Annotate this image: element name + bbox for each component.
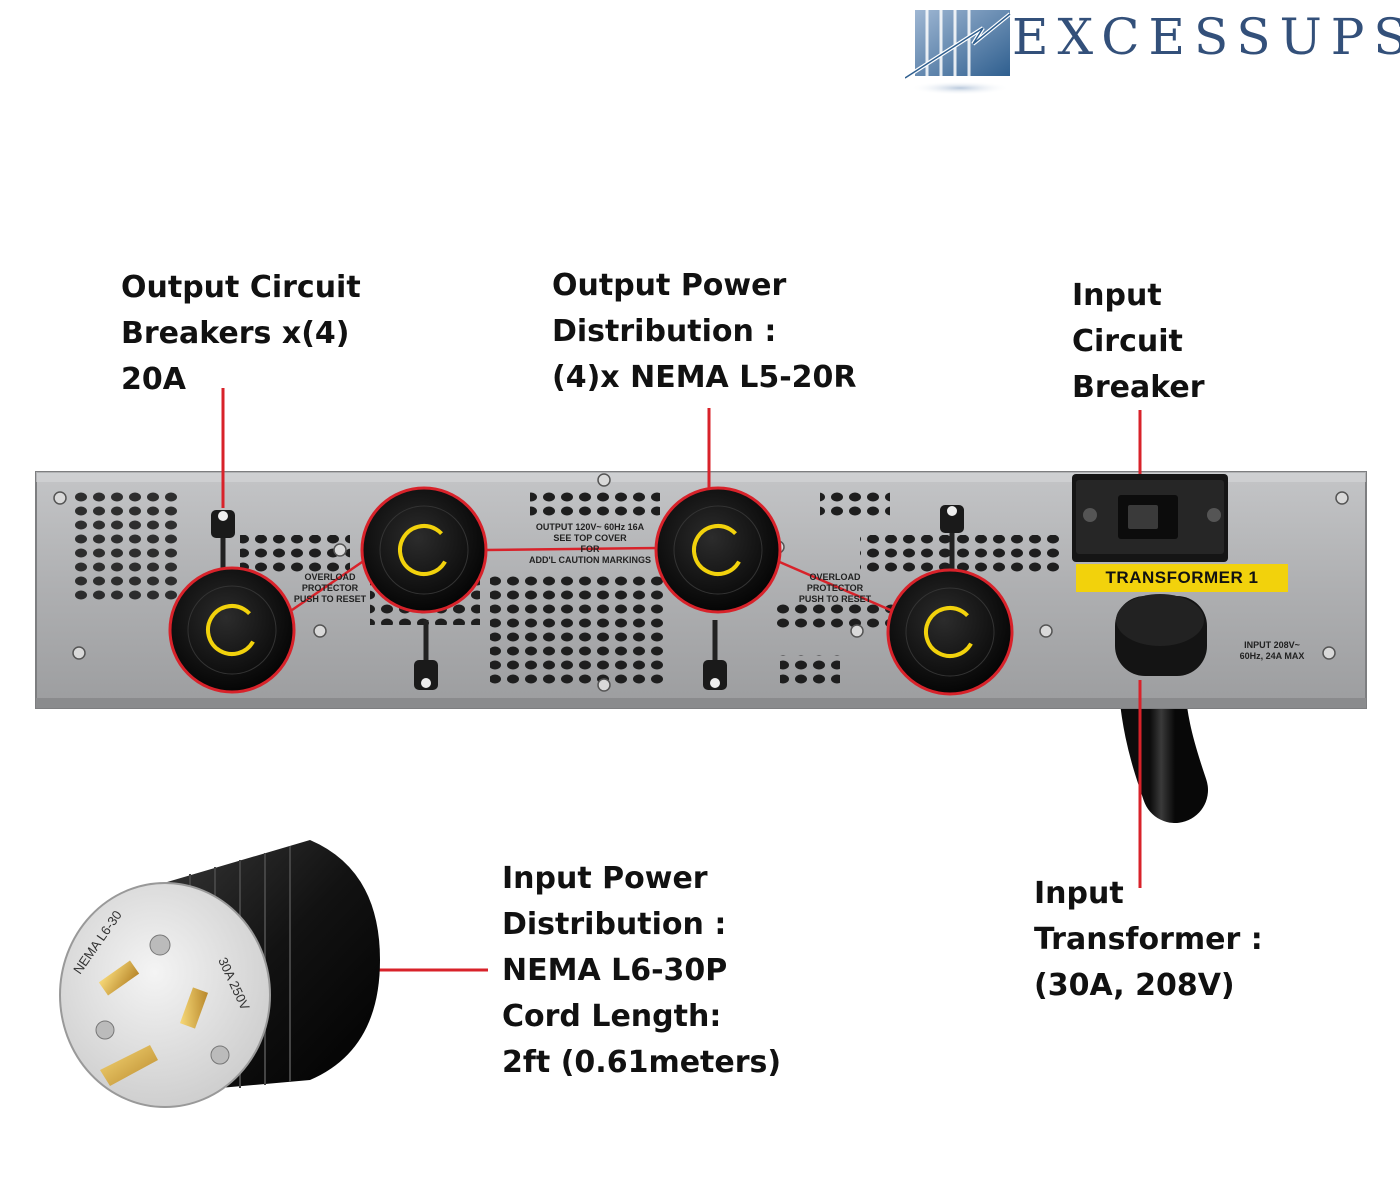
outlet-3 [654,486,782,614]
outlets [168,486,1014,696]
callout-lines [221,388,1142,972]
transformer-label: TRANSFORMER 1 [1076,564,1288,592]
input-cord-gland [1115,594,1207,676]
callout-output-power: Output Power Distribution : (4)x NEMA L5… [552,268,857,395]
input-breaker [1072,474,1228,562]
overload-label-right: OVERLOAD PROTECTOR PUSH TO RESET [798,572,872,604]
callout-input-power: Input Power Distribution : NEMA L6-30P C… [502,861,782,1080]
callout-output-breakers: Output Circuit Breakers x(4) 20A [121,270,361,397]
outlet-4 [886,568,1014,696]
outlet-1 [168,566,296,694]
callout-input-transformer: Input Transformer : (30A, 208V) [1034,876,1263,1003]
logo-mark [905,10,1012,95]
logo-text: EXCESSUPS [1012,8,1400,66]
input-rating-label: INPUT 208V~ 60Hz, 24A MAX [1239,640,1305,661]
overload-label-left: OVERLOAD PROTECTOR PUSH TO RESET [293,572,367,604]
nema-l6-30p-plug: NEMA L6-30 30A 250V [59,840,380,1108]
output-breaker-posts [211,505,964,690]
outlet-2 [360,486,488,614]
output-rating-label: OUTPUT 120V~ 60Hz 16A SEE TOP COVER FOR … [529,522,651,565]
callout-input-breaker: Input Circuit Breaker [1072,278,1205,405]
